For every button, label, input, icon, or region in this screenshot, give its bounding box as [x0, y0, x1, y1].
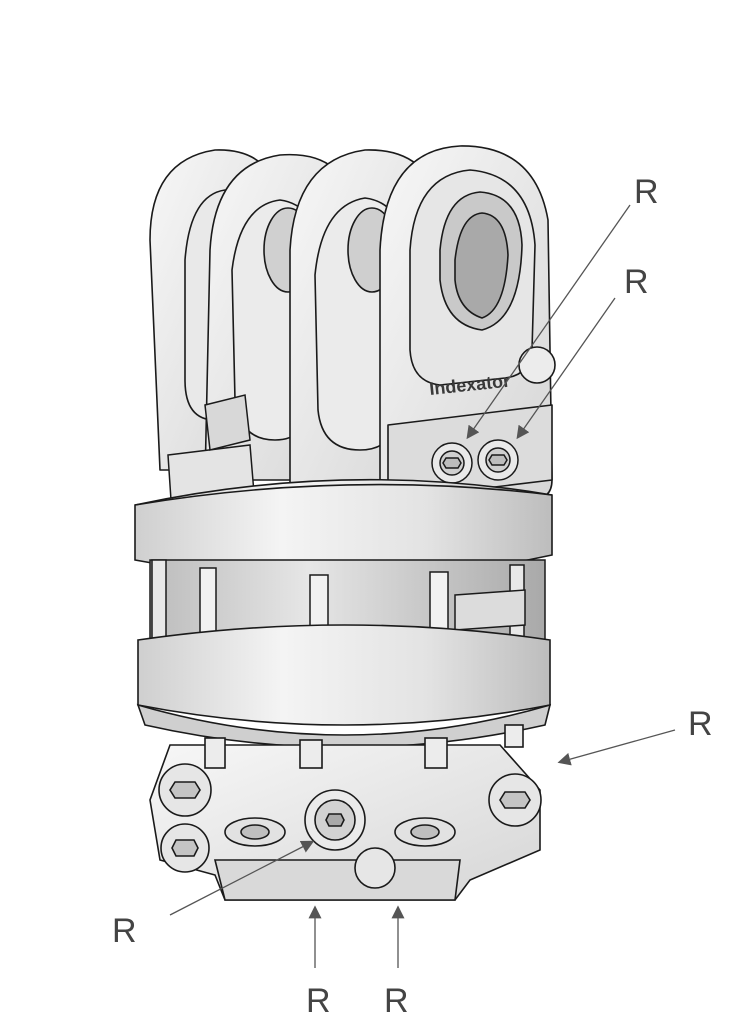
callout-r3: R [688, 705, 713, 743]
lower-housing-ring [136, 624, 552, 749]
callout-r6: R [384, 982, 409, 1020]
leader-r3 [557, 729, 676, 766]
leader-r2 [516, 297, 616, 440]
leader-r1 [466, 204, 631, 440]
bolt-plate [387, 404, 553, 501]
callout-arrows [169, 204, 676, 968]
front-bolts [431, 439, 519, 484]
valve-block [149, 724, 542, 901]
mounting-lugs [149, 145, 556, 501]
leader-r4 [169, 840, 315, 916]
callout-r5: R [306, 982, 331, 1020]
callout-r1: R [634, 173, 659, 211]
callout-r4: R [112, 912, 137, 950]
callout-r2: R [624, 263, 649, 301]
